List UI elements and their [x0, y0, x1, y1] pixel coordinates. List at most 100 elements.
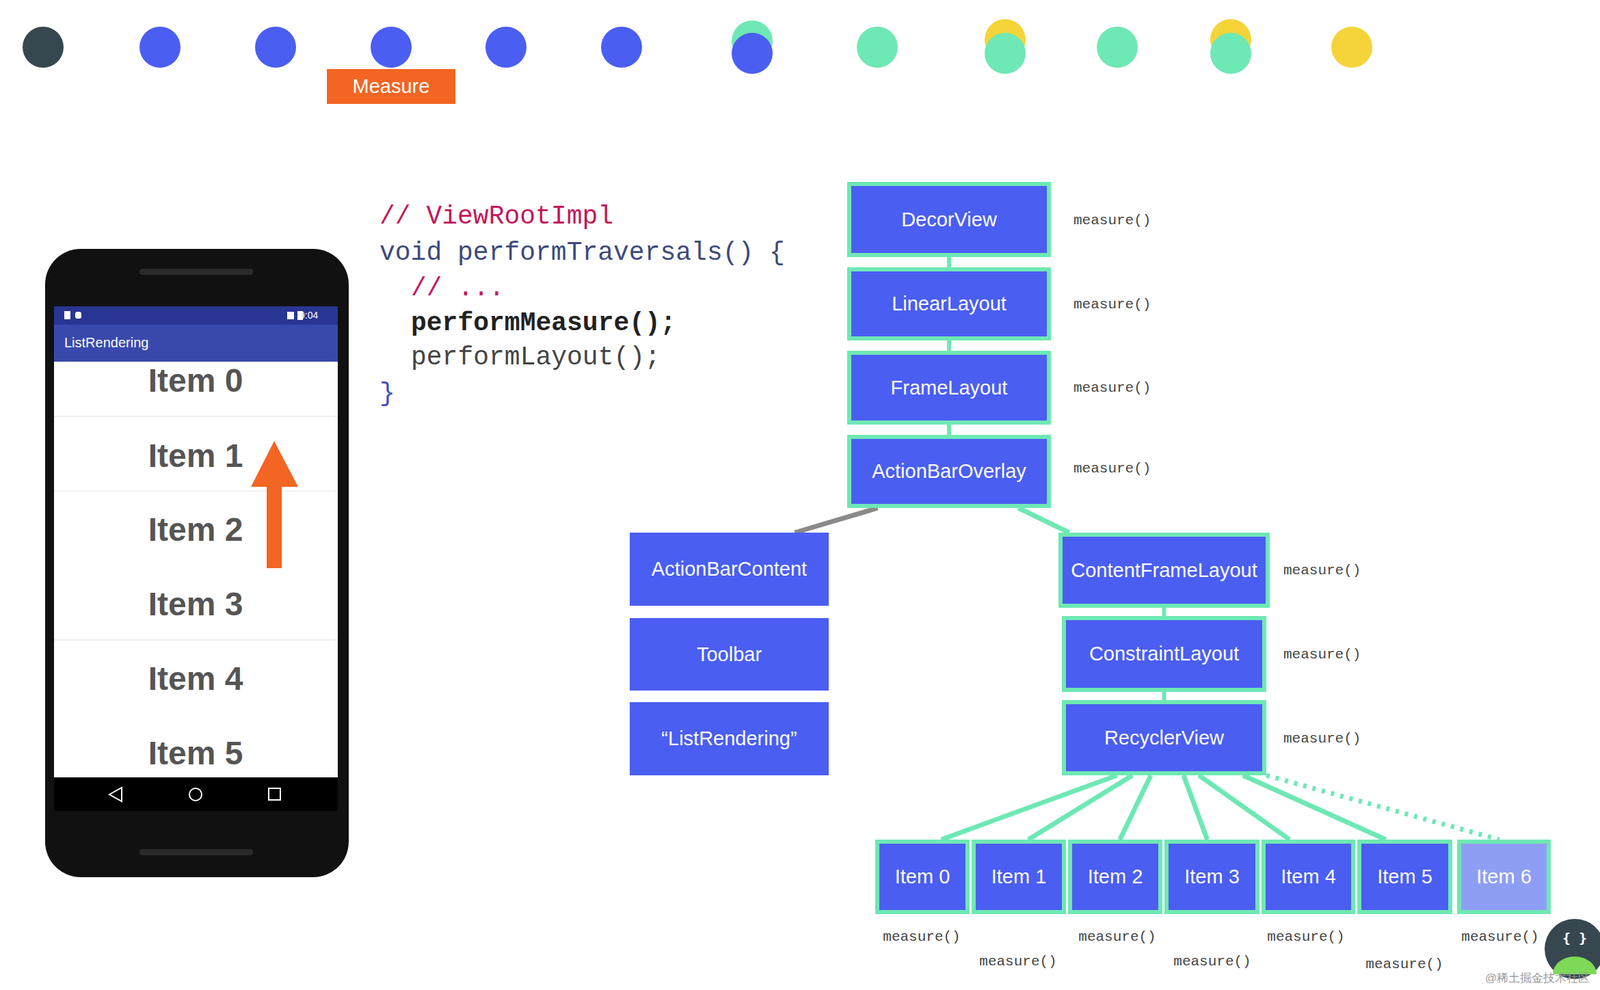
list-item: Item 5 — [148, 734, 244, 772]
list-item: Item 0 — [148, 361, 244, 400]
view-box: FrameLayout — [847, 350, 1051, 425]
illustration-part — [75, 311, 82, 319]
illustration-part — [1331, 26, 1373, 68]
tree-connector — [1162, 691, 1167, 701]
method-call: measure() — [1073, 460, 1151, 477]
illustration-part — [139, 26, 181, 68]
illustration-part — [1210, 32, 1252, 74]
code-line: void performTraversals() { — [379, 237, 785, 268]
tree-connector — [947, 257, 952, 268]
box-label: Item 2 — [1083, 865, 1148, 889]
list-item: Item 2 — [148, 510, 244, 549]
box-label: LinearLayout — [887, 292, 1011, 316]
code-line: performMeasure(); — [410, 308, 677, 338]
box-label: Item 5 — [1372, 865, 1437, 889]
method-call: measure() — [882, 929, 960, 945]
box-label: Item 4 — [1276, 865, 1341, 889]
illustration-part — [485, 26, 527, 68]
view-box: ActionBarContent — [629, 532, 829, 606]
code-line: // ViewRootImpl — [379, 201, 614, 232]
method-call: measure() — [1283, 646, 1361, 663]
watermark: @稀土掘金技术社区 — [1485, 970, 1590, 986]
illustration-part — [856, 26, 898, 68]
tree-connector — [1120, 775, 1151, 840]
illustration-part — [370, 26, 412, 68]
method-call: measure() — [1173, 953, 1251, 970]
tree-connector — [941, 775, 1118, 840]
illustration-part — [54, 415, 338, 418]
illustration-part — [54, 777, 338, 811]
view-box: Item 1 — [971, 839, 1066, 915]
tree-connector — [1028, 775, 1133, 840]
method-call: measure() — [1073, 380, 1151, 396]
view-box: ContentFrameLayout — [1058, 532, 1270, 608]
view-box: RecyclerView — [1061, 700, 1267, 776]
app-title: ListRendering — [64, 335, 149, 351]
view-box: Item 3 — [1164, 839, 1260, 915]
timeline-dots — [22, 19, 1373, 74]
method-call: measure() — [1267, 929, 1345, 945]
illustration-part — [54, 490, 338, 492]
tree-connector — [1266, 775, 1500, 840]
tree-connector — [795, 508, 878, 533]
box-label: RecyclerView — [1100, 726, 1229, 750]
tree-connector — [1162, 607, 1167, 617]
illustration-part — [109, 787, 122, 802]
scroll-arrow — [250, 441, 299, 569]
method-call: measure() — [1073, 296, 1151, 313]
method-call: measure() — [1078, 929, 1156, 945]
tree-connector — [1183, 775, 1208, 840]
illustration-part — [54, 639, 338, 641]
tree-connector — [1018, 508, 1069, 533]
box-label: ConstraintLayout — [1085, 642, 1244, 666]
view-box: “ListRendering” — [629, 702, 829, 776]
tree-connector — [947, 340, 952, 351]
box-label: FrameLayout — [886, 376, 1012, 400]
view-box: LinearLayout — [847, 267, 1051, 341]
box-label: ContentFrameLayout — [1066, 559, 1261, 582]
box-label: ActionBarContent — [647, 557, 811, 581]
box-label: Toolbar — [692, 643, 766, 666]
method-call: measure() — [1461, 929, 1539, 945]
code-line: performLayout(); — [410, 342, 661, 372]
view-box: Item 2 — [1068, 839, 1163, 915]
illustration-part — [287, 311, 295, 320]
tree-connector — [947, 424, 952, 435]
view-box: Item 4 — [1261, 839, 1356, 915]
illustration-part — [64, 311, 71, 320]
view-box: Item 6 — [1457, 839, 1551, 915]
view-box: ActionBarOverlay — [847, 434, 1051, 509]
method-call: measure() — [1365, 956, 1443, 973]
list-item: Item 3 — [148, 585, 244, 623]
list-item: Item 4 — [148, 659, 244, 698]
box-label: Item 6 — [1472, 865, 1536, 889]
illustration-part — [268, 788, 281, 800]
illustration-part — [189, 788, 202, 801]
illustration-part — [255, 26, 297, 68]
method-call: measure() — [1283, 562, 1361, 579]
illustration-part — [601, 26, 643, 68]
box-label: Item 3 — [1180, 865, 1244, 889]
code-line: // ... — [410, 273, 505, 303]
logo-glyph: { } — [1562, 929, 1588, 947]
illustration-part — [1544, 918, 1600, 980]
stage-badge: Measure — [326, 69, 456, 104]
method-call: measure() — [1073, 212, 1151, 229]
view-box: DecorView — [847, 181, 1051, 258]
tree-connector — [1198, 775, 1290, 840]
box-label: Item 1 — [987, 865, 1051, 889]
illustration-part — [984, 32, 1026, 74]
method-call: measure() — [1283, 730, 1361, 747]
box-label: “ListRendering” — [657, 727, 801, 751]
illustration-part — [731, 32, 773, 74]
tree-connector — [1243, 775, 1386, 840]
illustration-part — [45, 248, 349, 878]
view-box: Item 0 — [875, 839, 970, 915]
phone — [45, 248, 349, 878]
box-label: ActionBarOverlay — [867, 460, 1031, 483]
illustration-part — [54, 324, 338, 362]
code-line: } — [379, 378, 396, 409]
illustration-part — [54, 306, 338, 778]
box-label: Item 0 — [890, 865, 955, 889]
status-time: 9:04 — [299, 309, 318, 321]
